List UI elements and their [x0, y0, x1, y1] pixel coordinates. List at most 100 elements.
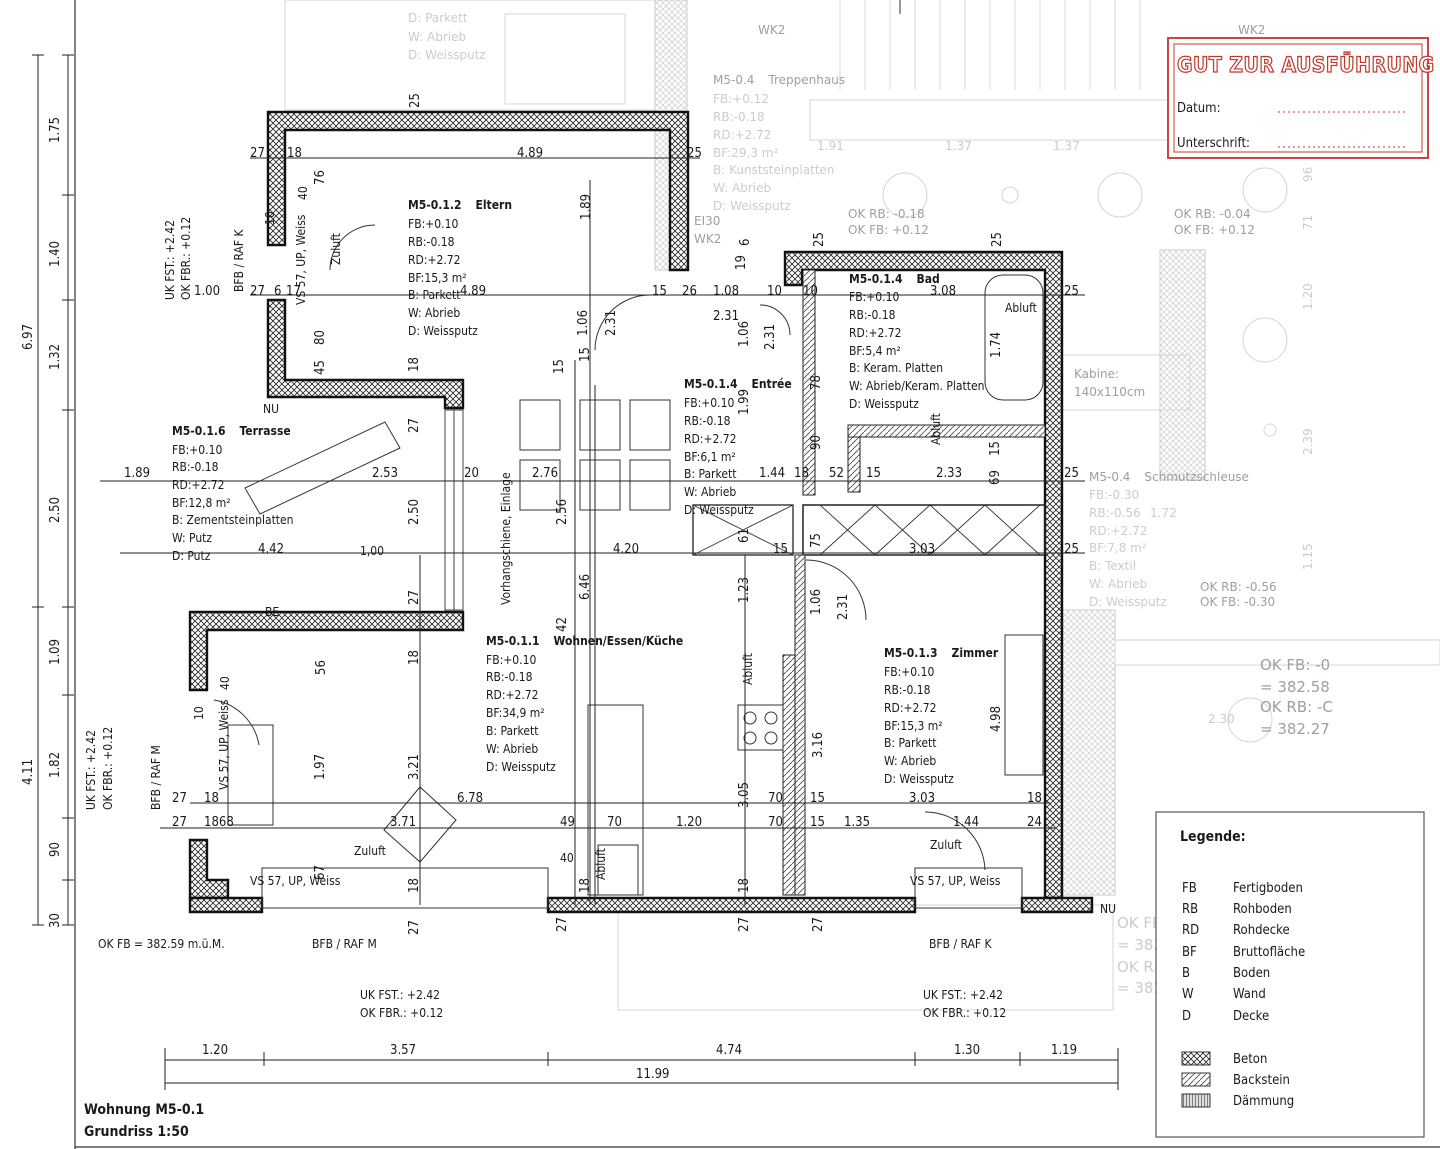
svg-text:18: 18	[407, 650, 422, 665]
room-line: RB:-0.18	[408, 235, 455, 249]
svg-text:D: D	[1182, 1009, 1191, 1024]
legend-title: Legende:	[1180, 829, 1246, 845]
svg-text:30: 30	[48, 913, 63, 928]
svg-text:RD:+2.72: RD:+2.72	[713, 128, 771, 142]
svg-text:VS 57, UP, Weiss: VS 57, UP, Weiss	[910, 874, 1001, 888]
svg-text:10: 10	[263, 211, 277, 225]
svg-text:15: 15	[810, 791, 825, 806]
svg-text:Abluft: Abluft	[1005, 301, 1037, 315]
svg-text:Vorhangschiene, Einlage: Vorhangschiene, Einlage	[499, 472, 513, 605]
room-line: FB:+0.10	[849, 290, 899, 304]
room-line: B: Parkett	[684, 467, 736, 481]
svg-text:4.74: 4.74	[716, 1043, 742, 1058]
room-line: BF:5,4 m²	[849, 344, 901, 358]
svg-text:6.46: 6.46	[578, 574, 593, 600]
svg-text:25: 25	[990, 232, 1005, 247]
room-name: Terrasse	[239, 424, 290, 438]
dim-texts-left: 1.75 1.40 1.32 2.50 1.09 1.82 90 30 6.97…	[21, 117, 63, 928]
svg-text:25: 25	[1064, 284, 1079, 299]
svg-text:OK RB: -0.56: OK RB: -0.56	[1200, 580, 1277, 594]
room-line: FB:+0.10	[172, 443, 222, 457]
neighbor-top: D: Parkett W: Abrieb D: Weissputz	[408, 11, 486, 62]
room-line: B: Zementsteinplatten	[172, 513, 294, 527]
drawing-title: Wohnung M5-0.1	[84, 1102, 204, 1118]
room-code: M5-0.1.4	[849, 272, 903, 286]
svg-text:Kabine:: Kabine:	[1074, 367, 1119, 381]
wall-living-top	[188, 610, 465, 692]
svg-text:Abluft: Abluft	[594, 848, 608, 880]
svg-text:27: 27	[172, 815, 187, 830]
svg-text:W: Abrieb: W: Abrieb	[713, 181, 771, 195]
svg-text:1.06: 1.06	[576, 310, 591, 336]
svg-text:1.20: 1.20	[1301, 283, 1315, 310]
svg-text:1.32: 1.32	[48, 344, 63, 370]
room-line: B: Parkett	[884, 736, 936, 750]
svg-text:1.15: 1.15	[1301, 543, 1315, 570]
svg-text:70: 70	[607, 815, 622, 830]
svg-text:18: 18	[737, 878, 752, 893]
svg-text:W: Abrieb: W: Abrieb	[1089, 577, 1147, 591]
svg-text:1.74: 1.74	[989, 332, 1004, 358]
wall-living-left	[188, 838, 230, 900]
svg-text:3.71: 3.71	[390, 815, 416, 830]
dim-texts-inner: 4.89 4.89 1.89 1.89 1.00 2.53 2.50 20 2.…	[124, 93, 1079, 935]
neighbor-ghost-geometry	[284, 0, 1440, 1011]
svg-text:1.20: 1.20	[202, 1043, 228, 1058]
svg-text:140x110cm: 140x110cm	[1074, 385, 1145, 399]
beton-swatch	[1181, 1051, 1211, 1066]
room-line: FB:+0.10	[486, 653, 536, 667]
svg-text:18: 18	[407, 878, 422, 893]
svg-text:27: 27	[737, 917, 752, 932]
dim-chain-bottom	[164, 1048, 1119, 1090]
room-line: BF:12,8 m²	[172, 496, 231, 510]
svg-text:1.97: 1.97	[313, 754, 328, 780]
svg-text:2.31: 2.31	[763, 324, 778, 350]
svg-text:RB: RB	[1182, 902, 1198, 917]
svg-text:1.09: 1.09	[48, 639, 63, 665]
room-line: RD:+2.72	[684, 432, 737, 446]
interior-lines	[213, 224, 1044, 909]
svg-text:2.31: 2.31	[836, 594, 851, 620]
svg-text:Bruttofläche: Bruttofläche	[1233, 945, 1305, 960]
svg-text:18: 18	[794, 466, 809, 481]
svg-text:BF:7,8 m²: BF:7,8 m²	[1089, 541, 1147, 555]
svg-text:OK RB: -0.18: OK RB: -0.18	[848, 207, 925, 221]
svg-text:2.56: 2.56	[555, 499, 570, 525]
svg-text:OK RB: OK RB	[1117, 958, 1164, 976]
svg-text:VS 57, UP, Weiss: VS 57, UP, Weiss	[217, 699, 231, 790]
wall-bottom-right	[1020, 896, 1094, 914]
svg-text:BF: BF	[1182, 945, 1197, 960]
svg-text:18: 18	[287, 146, 302, 161]
svg-text:56: 56	[314, 660, 329, 675]
svg-text:2.30: 2.30	[1208, 712, 1235, 726]
svg-text:90: 90	[48, 842, 63, 857]
svg-text:D: Weissputz: D: Weissputz	[408, 48, 486, 62]
wall-eltern-top	[266, 110, 690, 272]
svg-text:27: 27	[250, 284, 265, 299]
svg-text:4.89: 4.89	[517, 146, 543, 161]
svg-text:1.06: 1.06	[809, 589, 824, 615]
walls	[188, 110, 1094, 914]
svg-text:1.72: 1.72	[1150, 506, 1177, 520]
svg-text:15: 15	[988, 441, 1003, 456]
svg-text:3.57: 3.57	[390, 1043, 416, 1058]
svg-text:11.99: 11.99	[636, 1067, 669, 1082]
svg-text:= 382.27: = 382.27	[1260, 720, 1330, 738]
svg-text:3.21: 3.21	[407, 754, 422, 780]
svg-text:OK RB: -C: OK RB: -C	[1260, 698, 1333, 716]
svg-text:78: 78	[809, 375, 824, 390]
svg-text:BFB / RAF K: BFB / RAF K	[232, 228, 246, 292]
legend-materials: Beton Backstein Dämmung	[1181, 1051, 1294, 1109]
svg-text:1.82: 1.82	[48, 752, 63, 778]
svg-text:49: 49	[560, 815, 575, 830]
svg-text:WK2: WK2	[1238, 23, 1265, 37]
svg-text:1.37: 1.37	[945, 139, 972, 153]
svg-text:15: 15	[552, 359, 567, 374]
wall-eltern-bottom	[266, 298, 465, 410]
room-line: RB:-0.18	[486, 670, 533, 684]
